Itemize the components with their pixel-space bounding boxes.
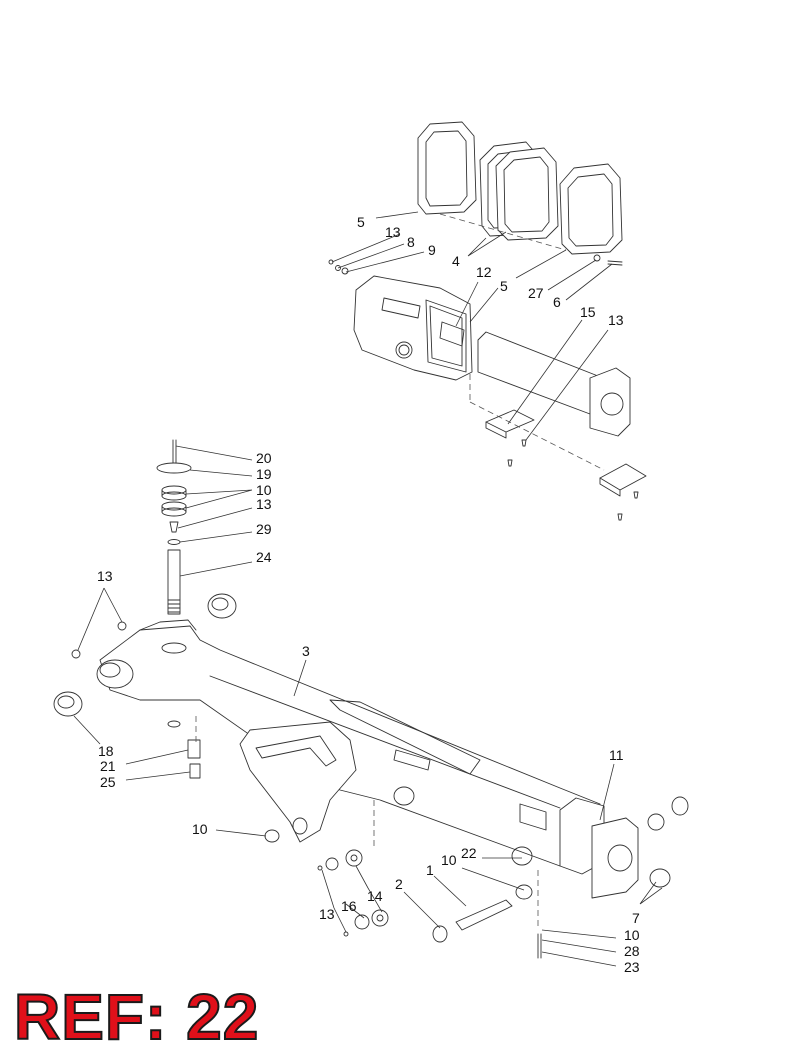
callout-29: 29 — [256, 521, 272, 537]
callout-24: 24 — [256, 549, 272, 565]
callout-14: 14 — [367, 888, 383, 904]
wedge-block-2 — [599, 463, 647, 497]
callout-2: 2 — [395, 876, 403, 892]
callout-13c: 13 — [256, 496, 272, 512]
small-bolts-top — [328, 254, 639, 521]
callout-5b: 5 — [500, 278, 508, 294]
callout-25: 25 — [100, 774, 116, 790]
callout-13d: 13 — [97, 568, 113, 584]
ref-label: REF: 22 — [13, 981, 260, 1053]
wedge-block-1 — [485, 409, 535, 439]
callout-21: 21 — [100, 758, 116, 774]
callout-27: 27 — [528, 285, 544, 301]
callout-5a: 5 — [357, 214, 365, 230]
lower-hardware — [195, 716, 689, 959]
callout-6: 6 — [553, 294, 561, 310]
callout-10b: 10 — [192, 821, 208, 837]
leader-lines — [73, 211, 663, 967]
bushings-left — [53, 593, 280, 843]
callout-13a: 13 — [385, 224, 401, 240]
callout-4: 4 — [452, 253, 460, 269]
callout-7: 7 — [632, 910, 640, 926]
kingpin-stack — [156, 439, 192, 615]
callout-20: 20 — [256, 450, 272, 466]
callout-8: 8 — [407, 234, 415, 250]
callout-10c: 10 — [441, 852, 457, 868]
gearbox-housing — [353, 275, 473, 381]
callout-labels: 5 13 8 9 4 12 5 27 6 15 13 20 19 10 13 2… — [97, 214, 640, 975]
callout-10a: 10 — [256, 482, 272, 498]
callout-13e: 13 — [319, 906, 335, 922]
callout-16: 16 — [341, 898, 357, 914]
gasket-plate-left — [417, 121, 477, 215]
callout-11: 11 — [609, 747, 624, 763]
gasket-plate-middle-2 — [495, 147, 559, 241]
callout-9: 9 — [428, 242, 436, 258]
callout-18: 18 — [98, 743, 114, 759]
callout-1: 1 — [426, 862, 434, 878]
callout-12: 12 — [476, 264, 492, 280]
steering-arm-plate — [239, 721, 357, 843]
callout-10d: 10 — [624, 927, 640, 943]
callout-13b: 13 — [608, 312, 624, 328]
gasket-plate-right — [559, 163, 623, 255]
callout-15: 15 — [580, 304, 596, 320]
callout-3: 3 — [302, 643, 310, 659]
main-axle-beam — [96, 619, 639, 899]
right-axle-tube — [469, 331, 631, 437]
callout-22: 22 — [461, 845, 477, 861]
callout-23: 23 — [624, 959, 640, 975]
callout-28: 28 — [624, 943, 640, 959]
callout-19: 19 — [256, 466, 272, 482]
